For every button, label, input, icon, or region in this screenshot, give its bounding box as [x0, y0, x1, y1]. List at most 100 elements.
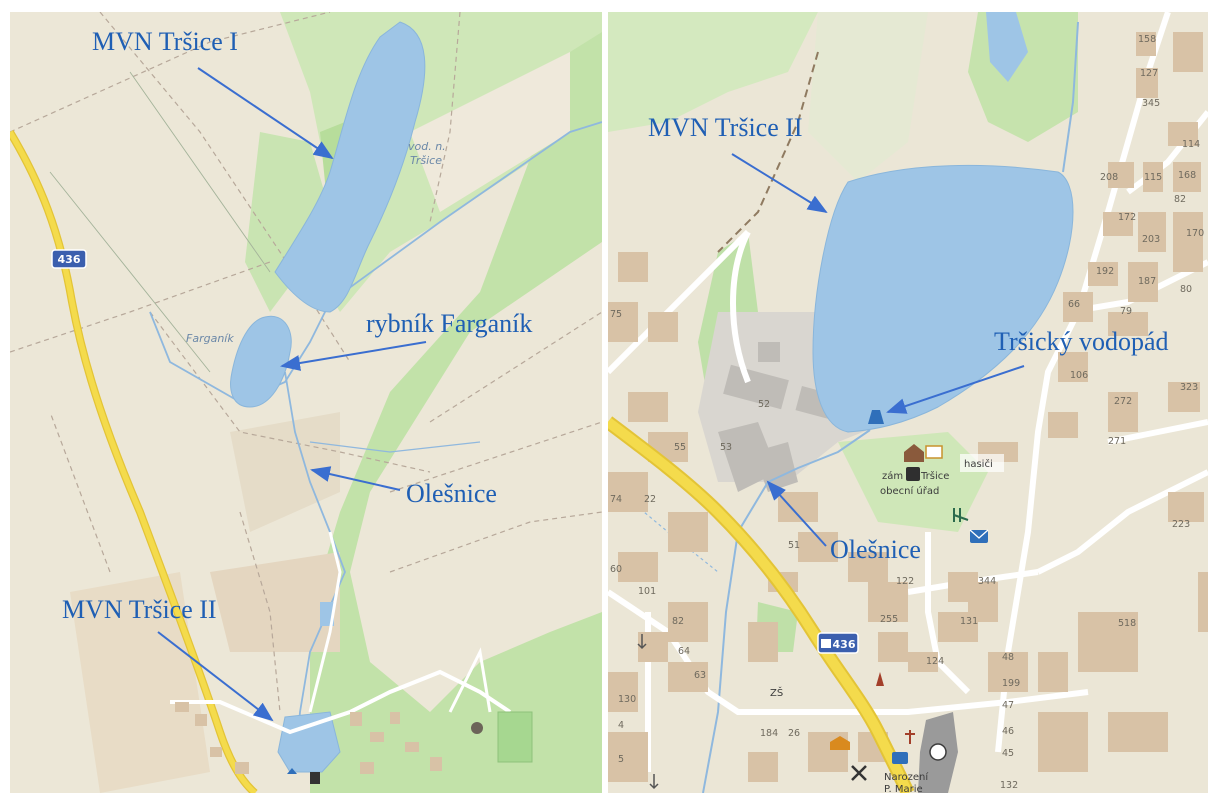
- stream-olesnice: [284, 371, 346, 773]
- envelope-flap: [969, 529, 989, 539]
- house-number: 122: [896, 576, 914, 587]
- buildings: [608, 32, 1208, 782]
- house-number: 55: [674, 442, 686, 453]
- stream-olesnice: [1062, 21, 1079, 173]
- house-number: 187: [1138, 276, 1156, 287]
- track: [717, 51, 819, 253]
- house-number: 323: [1180, 382, 1198, 393]
- poi-label-p-marie: P. Marie: [884, 784, 923, 793]
- house-number: 344: [978, 576, 996, 587]
- hasici-label-bg: [960, 454, 1004, 472]
- reservoir-mvn-trsice-2: [812, 164, 1074, 433]
- label-mvn-trsice-1: MVN Tršice I: [92, 27, 238, 56]
- arrow-rybnik-farganik: [280, 341, 427, 371]
- house-number: 22: [644, 494, 656, 505]
- arrow-mvn-trsice-2: [157, 631, 274, 722]
- pond-farganik: [230, 315, 292, 408]
- crossed-tools-icon: [851, 765, 867, 781]
- road-shield-label: 436: [833, 638, 856, 651]
- arrow-mvn-trsice-1: [197, 67, 334, 160]
- sports-field: [497, 711, 533, 763]
- field-boundaries: [49, 71, 271, 373]
- road-shield-label: 436: [58, 253, 81, 266]
- poi-label-trsice: Tršice: [920, 470, 949, 482]
- buildings: [175, 702, 442, 774]
- castle-icon: [310, 772, 320, 784]
- house-number: 184: [760, 728, 778, 739]
- house-number: 131: [960, 616, 978, 627]
- left-map-canvas: vod. n. Tršice Farganík 436 MVN Tršice I…: [10, 12, 602, 793]
- road-shield-436: 436: [817, 632, 859, 654]
- house-number: 192: [1096, 266, 1114, 277]
- poi-label-hasici: hasiči: [964, 458, 993, 470]
- house-number: 203: [1142, 234, 1160, 245]
- house-number: 48: [1002, 652, 1014, 663]
- local-road: [308, 531, 342, 713]
- house-number: 106: [1070, 370, 1088, 381]
- house-number: 223: [1172, 519, 1190, 530]
- monument-icon: [471, 722, 483, 734]
- house-number: 60: [610, 564, 622, 575]
- forest-area: [838, 432, 988, 532]
- field-area: [70, 572, 210, 793]
- house-number: 82: [1174, 194, 1186, 205]
- house-number: 52: [758, 399, 770, 410]
- arrow-mvn-trsice-2: [731, 153, 828, 214]
- house-number: 4: [618, 720, 624, 731]
- house-number: 46: [1002, 726, 1014, 737]
- annotation-arrows: [157, 67, 427, 722]
- label-olesnice: Olešnice: [830, 535, 921, 564]
- cross-icon: [905, 730, 915, 744]
- house-number: 66: [1068, 299, 1080, 310]
- house-number: 5: [618, 754, 624, 765]
- house-number: 80: [1180, 284, 1192, 295]
- house-number: 64: [678, 646, 690, 657]
- house-number: 255: [880, 614, 898, 625]
- local-road: [170, 669, 512, 735]
- reservoir-mvn-trsice-2: [277, 711, 341, 773]
- stream-tributary: [309, 441, 481, 453]
- forest-area: [310, 32, 602, 793]
- house-number: 172: [1118, 212, 1136, 223]
- label-olesnice: Olešnice: [406, 479, 497, 508]
- house-number: 518: [1118, 618, 1136, 629]
- house-number: 208: [1100, 172, 1118, 183]
- direction-arrow-icon: [637, 634, 647, 650]
- annotation-arrows: [731, 153, 1025, 547]
- house-number: 170: [1186, 228, 1204, 239]
- shield-icon: [906, 467, 920, 481]
- right-map-panel: 436 158 127 345 114 208 115 168 172 82 2…: [608, 12, 1208, 793]
- direction-arrow-icon: [649, 774, 659, 790]
- house-number: 63: [694, 670, 706, 681]
- house-number: 79: [1120, 306, 1132, 317]
- right-map-canvas: 436 158 127 345 114 208 115 168 172 82 2…: [608, 12, 1208, 793]
- reservoir-upper: [986, 12, 1028, 82]
- house-number: 114: [1182, 139, 1200, 150]
- house-number: 82: [672, 616, 684, 627]
- house-number: 345: [1142, 98, 1160, 109]
- playground-icon: [953, 508, 969, 522]
- book-icon: [925, 445, 943, 459]
- monument-icon: [876, 672, 884, 686]
- bus-icon: [821, 639, 831, 648]
- house-number: 168: [1178, 170, 1196, 181]
- stream-olesnice: [702, 429, 871, 793]
- road-shield-436: 436: [51, 249, 87, 269]
- map-label-trsice: Tršice: [410, 154, 442, 167]
- reservoir-mvn-trsice-1: [274, 21, 426, 313]
- map-label-farganik: Farganík: [186, 332, 234, 345]
- field-area: [808, 12, 928, 182]
- poi-label-zamek: zám: [882, 470, 903, 482]
- house-number: 272: [1114, 396, 1132, 407]
- house-number: 51: [788, 540, 800, 551]
- arrow-trsicky-vodopad: [886, 365, 1025, 414]
- road-436: [608, 418, 913, 793]
- house-number: 101: [638, 586, 656, 597]
- poi-label-obecni-urad: obecní úřad: [880, 485, 939, 497]
- church-icon: [929, 743, 947, 761]
- crown-icon: [830, 736, 850, 750]
- house-number: 45: [1002, 748, 1014, 759]
- label-mvn-trsice-2: MVN Tršice II: [648, 113, 803, 142]
- house-number: 47: [1002, 700, 1014, 711]
- house-numbers: 158 127 345 114 208 115 168 172 82 203 1…: [610, 34, 1204, 791]
